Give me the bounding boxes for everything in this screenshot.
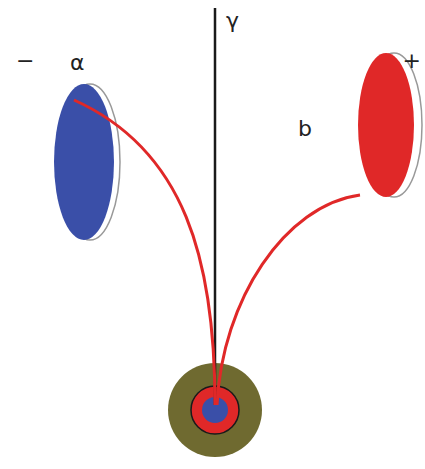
particle-label: α [70,52,85,74]
particle-label: γ [226,10,239,32]
positive-plate [358,53,414,197]
negative-plate [54,84,114,240]
alpha-path [74,100,215,405]
charge-sign: + [403,50,421,72]
charge-sign: − [16,50,34,72]
beta-path [217,195,360,405]
particle-label: b [298,118,312,140]
